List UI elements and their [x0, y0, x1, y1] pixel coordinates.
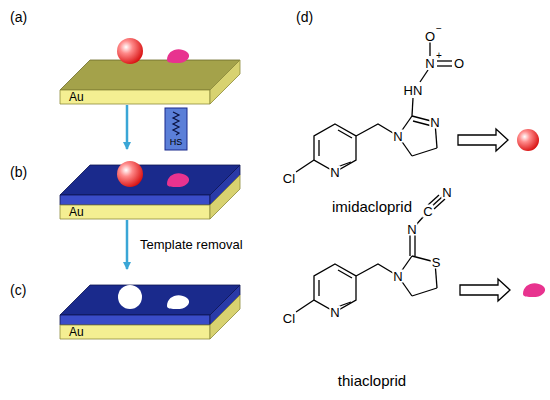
gold-substrate: Au [55, 270, 245, 339]
atom-label: N [329, 166, 340, 179]
atom-label: O [424, 30, 436, 43]
atom-label: N [441, 186, 452, 199]
atom-label: N [429, 116, 440, 129]
substrate-label: Au [69, 325, 84, 339]
compound-name: thiacloprid [338, 373, 406, 388]
panel-label: (a) [10, 10, 27, 24]
process-arrow [126, 220, 129, 269]
panel-label: (d) [296, 10, 313, 24]
substrate-label: Au [69, 205, 84, 219]
atom-label: N [392, 270, 403, 283]
panel-label: (b) [10, 165, 27, 179]
gold-substrate: Au [55, 40, 245, 104]
atom-label: Cl [282, 172, 296, 185]
substrate-label: Au [69, 90, 84, 104]
thiol-molecule [165, 108, 187, 150]
process-arrow [126, 105, 129, 149]
atom-label: O [453, 57, 465, 70]
imidacloprid-bonds [296, 42, 452, 172]
step-label: Template removal [140, 238, 243, 251]
atom-label: N [392, 130, 403, 143]
imidacloprid-template [517, 129, 539, 151]
atom-label: N [406, 223, 417, 236]
atom-label: N [424, 57, 435, 70]
panel-label: (c) [10, 283, 26, 297]
atom-label: C [422, 205, 433, 218]
thiacloprid-bonds [296, 195, 445, 312]
atom-label: HN [403, 84, 424, 97]
atom-label: S [431, 256, 442, 269]
thiol-label: HS [170, 138, 183, 147]
atom-label: Cl [282, 312, 296, 325]
compound-name: imidacloprid [332, 199, 412, 214]
gold-substrate: Au [55, 150, 245, 219]
atom-label: N [329, 306, 340, 319]
thiacloprid-template [523, 283, 545, 297]
charge-label: − [436, 24, 442, 34]
charge-label: + [436, 51, 442, 61]
template-arrows [458, 129, 510, 301]
